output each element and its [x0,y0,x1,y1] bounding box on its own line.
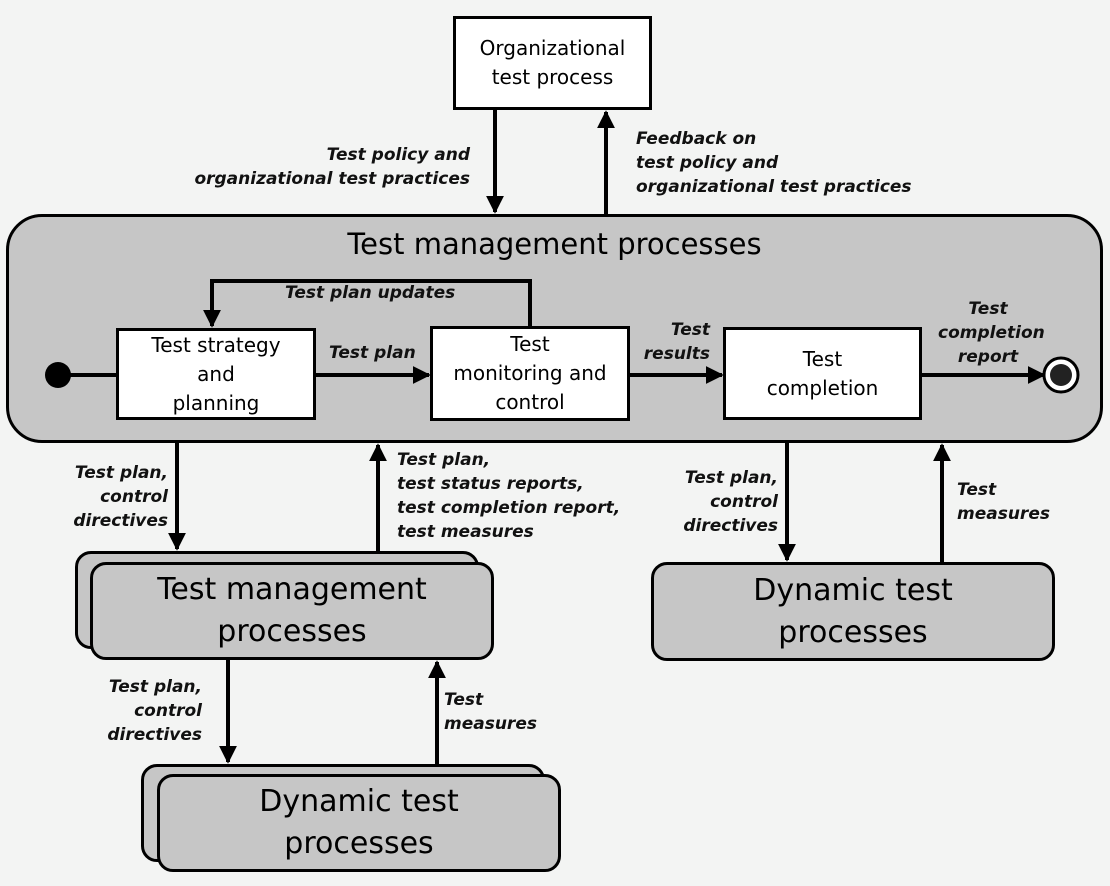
sub-dynamic-right-label: Dynamic test processes [753,572,953,650]
test-monitoring-control-box: Test monitoring and control [430,326,630,421]
plan-updates-label: Test plan updates [285,283,456,303]
monitoring-label: Test monitoring and control [453,332,607,414]
completion-label: Test completion [766,346,879,400]
test-results-label: Test results [643,320,710,364]
feedback-up-label: Feedback on test policy and organization… [636,129,912,197]
sub-test-management-label: Test management processes [157,572,427,649]
dyn-bottom-down-label: Test plan, control directives [107,677,202,745]
sub-test-management-box: Test management processes [90,562,494,660]
sub-dynamic-right-box: Dynamic test processes [651,562,1055,661]
organizational-label: Organizational test process [479,36,626,89]
sub-dynamic-bottom-box: Dynamic test processes [157,774,561,872]
dyn-bottom-up-label: Test measures [444,690,537,734]
plan-updates-arrow [203,279,532,328]
organizational-test-process-box: Organizational test process [453,16,652,110]
test-completion-box: Test completion [723,327,922,420]
completion-report-label: Test completion report [938,299,1045,367]
mgmt-up-label: Test plan, test status reports, test com… [397,450,621,542]
dyn-right-down-label: Test plan, control directives [683,468,778,536]
dyn-right-up-label: Test measures [957,480,1050,524]
mgmt-down-label: Test plan, control directives [73,463,168,531]
test-strategy-planning-box: Test strategy and planning [116,328,316,420]
end-node-inner [1050,364,1072,386]
sub-dynamic-bottom-label: Dynamic test processes [259,784,459,861]
test-plan-label: Test plan [329,343,416,363]
container-title: Test management processes [347,227,762,261]
start-node [45,362,71,388]
strategy-label: Test strategy and planning [151,332,281,415]
policy-down-label: Test policy and organizational test prac… [194,145,470,189]
